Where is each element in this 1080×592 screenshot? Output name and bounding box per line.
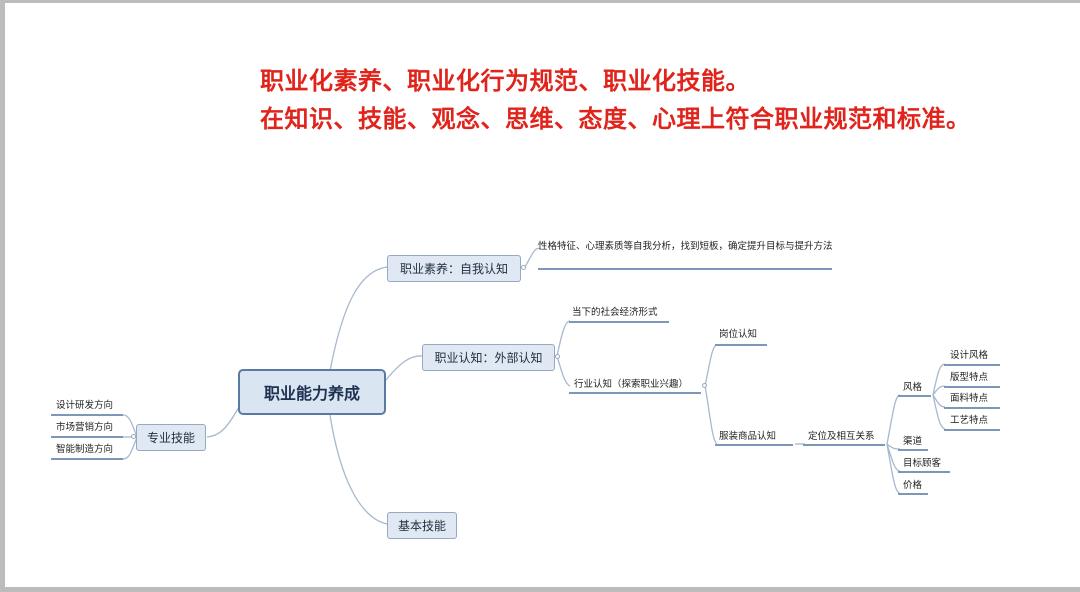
style-sub-item-2-underline (944, 386, 1000, 388)
connector-central-self (329, 266, 388, 372)
style-underline (898, 395, 931, 397)
connector-style-item-2 (932, 385, 946, 396)
style-sub-item-1: 设计风格 (950, 350, 989, 361)
pro-item-3: 智能制造方向 (56, 444, 114, 455)
style-sub-item-3-underline (944, 407, 1000, 409)
positioning-item: 定位及相互关系 (808, 431, 875, 442)
connector-positioning-price (886, 443, 901, 494)
style-item: 风格 (903, 382, 923, 393)
connector-external-industry (556, 355, 571, 387)
headline-line-1: 职业化素养、职业化行为规范、职业化技能。 (260, 67, 750, 95)
post-item: 岗位认知 (719, 329, 758, 340)
price-underline (898, 493, 928, 495)
connector-pro-item-3 (122, 436, 138, 460)
post-underline (715, 344, 767, 346)
connector-style-item-4 (932, 394, 946, 430)
connector-positioning-style (886, 394, 901, 445)
industry-item: 行业认知（探索职业兴趣） (574, 379, 689, 390)
style-sub-item-1-underline (944, 364, 1000, 366)
apparel-item: 服装商品认知 (719, 431, 777, 442)
branch-professional-skills[interactable]: 专业技能 (136, 424, 206, 451)
pro-item-1: 设计研发方向 (56, 400, 114, 411)
connector-central-external (384, 355, 423, 382)
branch-basic-skills[interactable]: 基本技能 (387, 512, 457, 539)
economy-item: 当下的社会经济形式 (572, 307, 658, 318)
branch-professional-skills-label: 专业技能 (146, 431, 195, 445)
self-awareness-note-underline (538, 268, 832, 270)
apparel-underline (715, 444, 793, 446)
pro-item-2: 市场营销方向 (56, 422, 114, 433)
connector-industry-post (704, 344, 718, 387)
channel-item: 渠道 (903, 436, 923, 447)
connector-pro-item-1 (122, 414, 138, 438)
branch-self-awareness[interactable]: 职业素养：自我认知 (387, 255, 521, 282)
connector-external-economy (556, 320, 571, 357)
pro-item-1-underline (51, 414, 123, 416)
customer-underline (898, 471, 950, 473)
collapse-toggle-pro[interactable] (131, 434, 136, 439)
industry-underline (569, 392, 701, 394)
branch-basic-skills-label: 基本技能 (397, 519, 446, 533)
mindmap-connectors (122, 247, 946, 525)
channel-underline (898, 449, 928, 451)
connector-positioning-channel (886, 443, 901, 450)
collapse-toggle-external[interactable] (555, 354, 560, 359)
central-topic[interactable]: 职业能力养成 (238, 369, 386, 415)
collapse-toggle-industry[interactable] (702, 383, 707, 388)
price-item: 价格 (903, 480, 923, 491)
branch-self-awareness-label: 职业素养：自我认知 (399, 262, 508, 276)
style-sub-item-4: 工艺特点 (950, 415, 989, 426)
connector-style-item-3 (932, 394, 946, 408)
style-sub-item-4-underline (944, 429, 1000, 431)
economy-underline (569, 321, 669, 323)
customer-item: 目标顾客 (903, 458, 942, 469)
connector-central-basic (329, 414, 388, 525)
style-sub-item-3: 面料特点 (950, 393, 989, 404)
connector-style-item-1 (932, 363, 946, 396)
headline-line-2: 在知识、技能、观念、思维、态度、心理上符合职业规范和标准。 (260, 105, 971, 133)
pro-item-3-underline (51, 458, 123, 460)
style-sub-item-2: 版型特点 (950, 372, 989, 383)
slide-canvas: 职业化素养、职业化行为规范、职业化技能。 在知识、技能、观念、思维、态度、心理上… (5, 3, 1080, 587)
pro-item-2-underline (51, 436, 123, 438)
branch-external-awareness-label: 职业认知：外部认知 (434, 351, 543, 365)
connector-central-pro (206, 406, 240, 438)
central-topic-label: 职业能力养成 (263, 384, 360, 403)
connector-self-note (524, 247, 542, 268)
collapse-toggle-self[interactable] (521, 265, 526, 270)
connector-industry-apparel (704, 385, 718, 445)
self-awareness-note: 性格特征、心理素质等自我分析，找到短板，确定提升目标与提升方法 (538, 241, 833, 252)
positioning-underline (803, 444, 885, 446)
branch-external-awareness[interactable]: 职业认知：外部认知 (422, 344, 555, 371)
